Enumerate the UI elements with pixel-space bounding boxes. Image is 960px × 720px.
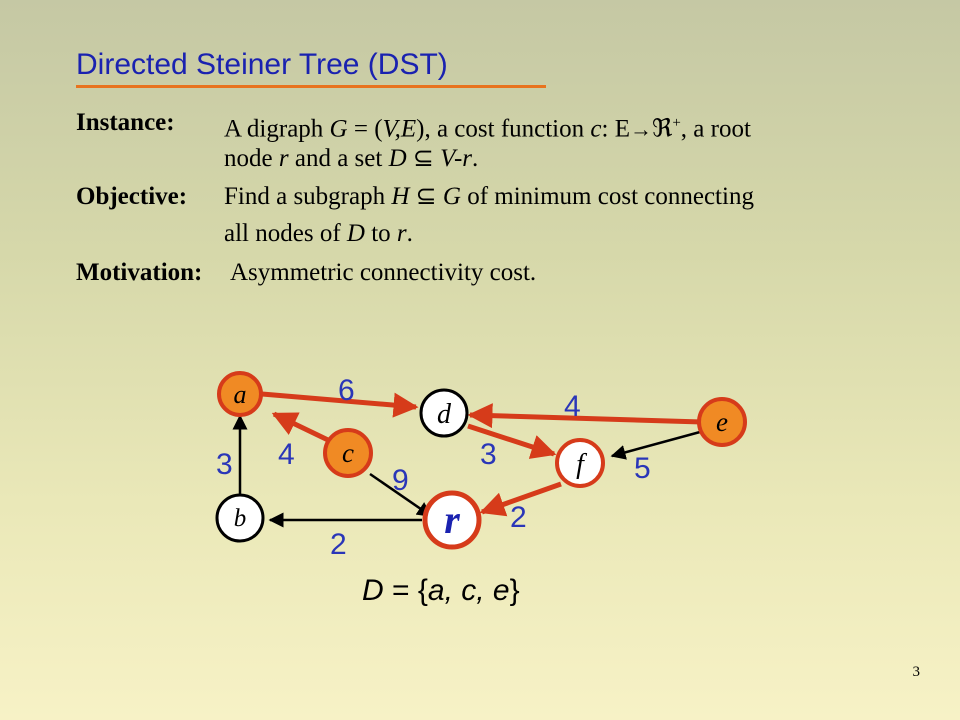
node-r-label: r [444, 497, 460, 542]
motivation-term: Motivation: [76, 259, 203, 286]
weight-d-f: 3 [480, 438, 497, 471]
tree-edge-a-to-d [261, 391, 419, 418]
instance-text: = ( [347, 115, 383, 143]
instance-text: ), a cost function [416, 115, 591, 143]
instance-row-1: Instance: [76, 106, 175, 140]
weight-c-r: 9 [392, 464, 409, 497]
instance-text: node [224, 145, 279, 172]
caption-text: = { [383, 574, 428, 607]
title-underline [76, 85, 546, 88]
weight-r-b: 2 [330, 528, 347, 561]
node-e: e [697, 397, 747, 447]
math-G: G [329, 115, 348, 143]
instance-text: and a set [288, 145, 389, 172]
instance-text-line-1: A digraph G = (V,E), a cost function c: … [224, 106, 751, 146]
weight-c-a: 4 [278, 438, 295, 471]
instance-text: , a root [680, 115, 751, 143]
edge-c-to-r [369, 472, 433, 518]
tree-edge-c-to-a [271, 411, 330, 443]
subseteq-symbol: ⊆ [415, 183, 437, 210]
objective-text: . [406, 220, 413, 247]
plus-superscript: + [672, 115, 681, 131]
tree-edge-e-to-d [467, 403, 703, 429]
node-r: r [422, 490, 482, 550]
motivation-row: Motivation: [76, 256, 202, 290]
node-a-label: a [234, 380, 247, 409]
math-H: H [391, 183, 410, 210]
edge-e-to-f [610, 430, 701, 460]
node-d: d [419, 388, 469, 438]
math-V-r: V-r [440, 145, 473, 172]
reals-symbol: ℜ [651, 115, 673, 143]
math-c: c [590, 115, 602, 143]
page-number: 3 [912, 664, 921, 680]
instance-text: : E [601, 115, 630, 143]
objective-term: Objective: [76, 183, 188, 210]
node-f: f [555, 438, 605, 488]
node-b: b [215, 493, 265, 543]
weight-f-r: 2 [510, 501, 527, 534]
math-VE: V,E [382, 115, 417, 143]
objective-text: to [364, 220, 397, 247]
objective-row: Objective: [76, 180, 187, 214]
objective-text: Find a subgraph [224, 183, 392, 210]
motivation-text: Asymmetric connectivity cost. [230, 259, 537, 286]
node-c-label: c [342, 438, 354, 468]
math-G: G [442, 183, 461, 210]
math-r: r [278, 145, 289, 172]
weight-e-d: 4 [564, 390, 581, 423]
node-f-label: f [576, 449, 587, 480]
weight-a-d: 6 [338, 374, 355, 407]
node-c: c [323, 428, 373, 478]
node-b-label: b [234, 505, 247, 532]
weight-e-f: 5 [634, 452, 651, 485]
caption-set-elements: a, c, e [427, 574, 510, 607]
math-D: D [346, 220, 365, 247]
node-a: a [217, 371, 263, 417]
instance-text-line-2: node r and a set D ⊆ V-r. [224, 142, 478, 176]
instance-term: Instance: [76, 109, 175, 136]
objective-text-line-2: all nodes of D to r. [224, 217, 413, 251]
subseteq-symbol: ⊆ [412, 145, 434, 172]
maps-to-arrow: → [629, 116, 652, 142]
math-r: r [396, 220, 407, 247]
weight-b-a: 3 [216, 448, 233, 481]
instance-text: A digraph [224, 115, 330, 143]
math-D: D [388, 145, 407, 172]
objective-text-line-1: Find a subgraph H ⊆ G of minimum cost co… [224, 180, 754, 214]
instance-text: . [472, 145, 479, 172]
terminal-set-caption: D = {a, c, e} [362, 574, 520, 608]
caption-text: } [509, 574, 520, 607]
objective-text: all nodes of [224, 220, 347, 247]
objective-text: of minimum cost connecting [460, 183, 754, 210]
node-d-label: d [437, 399, 452, 430]
tree-edge-d-to-f [467, 423, 557, 459]
caption-D: D [362, 574, 384, 607]
slide-title: Directed Steiner Tree (DST) [76, 48, 448, 81]
tree-edge-f-to-r [479, 481, 562, 517]
node-e-label: e [716, 407, 728, 437]
